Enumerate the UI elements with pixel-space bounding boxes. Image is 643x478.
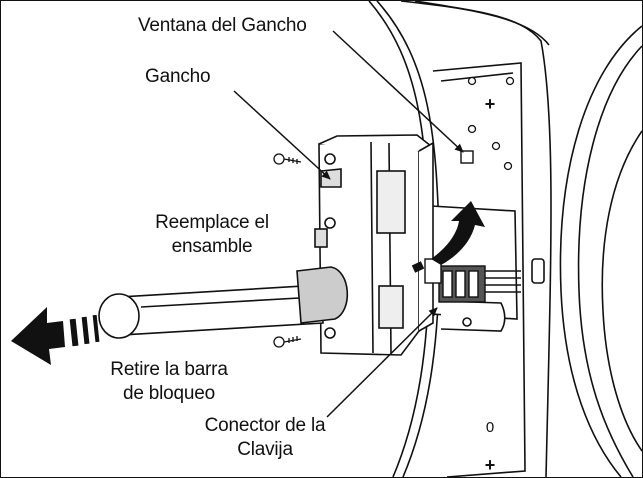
remove-lock-bar-label: Retire la barra de bloqueo: [94, 358, 244, 406]
hook-window-label: Ventana del Gancho: [138, 15, 307, 36]
replace-assembly-line-2: ensamble: [171, 236, 253, 257]
hook-window: [460, 150, 474, 164]
lock-assembly: [314, 134, 434, 356]
screw-top: [273, 153, 302, 165]
lock-bar: [98, 266, 349, 339]
plug-connector-line-1: Conector de la: [204, 415, 326, 436]
door-ring: [531, 25, 642, 477]
plug-connector: [424, 258, 486, 303]
replace-assembly-line-1: Reemplace el: [155, 212, 269, 233]
plug-connector-line-2: Clavija: [237, 439, 293, 460]
panel-digit: 0: [486, 419, 494, 436]
screw-bottom: [273, 336, 302, 348]
panel-holes: [467, 76, 515, 171]
disconnect-arrow: [411, 201, 485, 273]
panel-plus-bottom: +: [485, 455, 496, 475]
panel-plus-top: +: [485, 94, 496, 114]
remove-arrow: [11, 307, 100, 365]
remove-lock-bar-line-1: Retire la barra: [110, 359, 228, 380]
remove-lock-bar-line-2: de bloqueo: [122, 383, 216, 404]
plug-connector-label: Conector de la Clavija: [191, 414, 339, 462]
replace-assembly-label: Reemplace el ensamble: [137, 211, 287, 259]
hook-label: Gancho: [145, 66, 211, 87]
leader-lines: [233, 30, 464, 418]
front-panel: [368, 1, 552, 477]
